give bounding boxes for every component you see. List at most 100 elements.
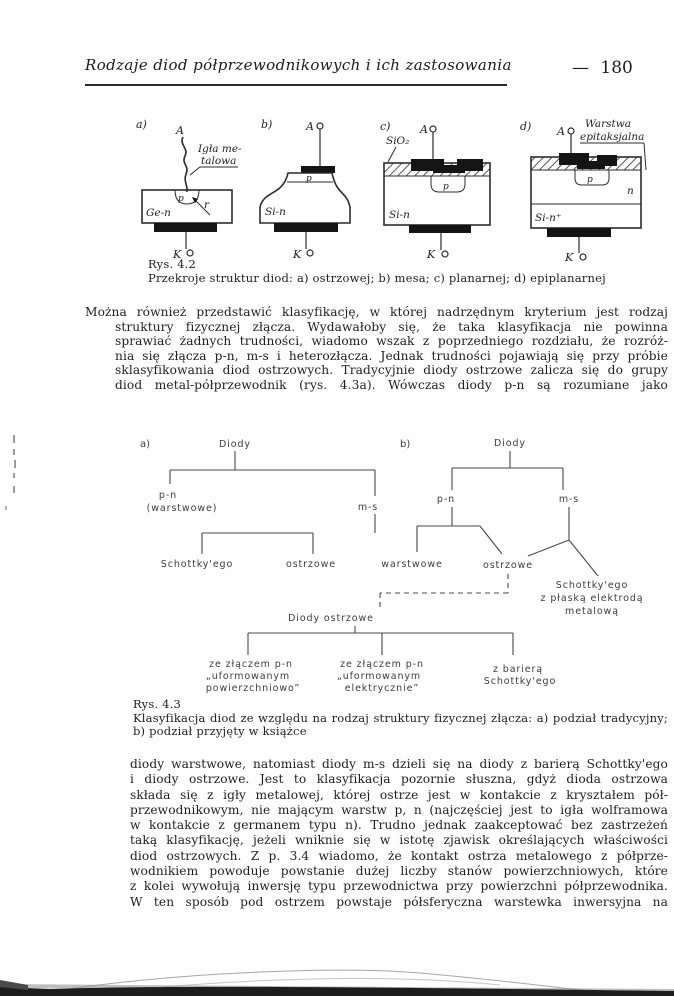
leaf2-line1: ze złączem p-n: [340, 659, 424, 670]
diagram-b-label: b): [261, 118, 272, 131]
cathode-k-label: K: [564, 251, 574, 264]
text-line: z kolei wywołują inwersję typu przewodni…: [130, 879, 668, 894]
node-diody: Diody: [219, 439, 251, 450]
node-ms: m-s: [559, 494, 579, 505]
anode-terminal: [567, 127, 575, 135]
node-ostrzowe: ostrzowe: [483, 560, 533, 571]
leaf3-line1: z barierą: [493, 664, 543, 675]
text-line: W ten sposób pod ostrzem powstaje półsfe…: [130, 894, 668, 909]
p-region-label: p: [306, 174, 312, 184]
mesa-body-outline: [259, 172, 351, 224]
node-schottky-line3: metalową: [565, 606, 619, 617]
node-schottky-line2: z płaską elektrodą: [541, 593, 644, 604]
leaf1-line1: ze złączem p-n: [209, 659, 293, 670]
anode-metal-right: [597, 155, 617, 166]
diagram-d-epiplanar-diode: d) A Warstwa epitaksjalna p n Si-n⁺ K: [520, 118, 647, 264]
tree-a-traditional: a) Diody p-n (warstwowe) m-s Schottky'eg…: [140, 439, 378, 570]
tree-a-branches: [169, 451, 376, 496]
anode-contact: [301, 166, 335, 173]
diagram-a-point-contact-diode: a) A Igła me- talowa p r Ge-n K: [136, 118, 242, 261]
anode-metal-bridge: [433, 165, 465, 173]
paragraph-1: Można również przedstawić klasyfikację, …: [85, 305, 668, 393]
text-line: sklasyfikowania diod ostrzowych. Tradycy…: [115, 363, 668, 378]
leaf1-line2: „uformowanym: [206, 671, 290, 682]
node-schottky-line1: Schottky'ego: [556, 580, 628, 591]
text-line: w kontakcie z germanem typu n). Trudno j…: [130, 818, 668, 833]
figure-4-2-diode-cross-sections: a) A Igła me- talowa p r Ge-n K b) A: [136, 118, 647, 264]
tree-b-book-classification: b) Diody p-n m-s warstwowe ostrzowe Scho…: [381, 438, 644, 617]
dashed-connector: [379, 574, 509, 608]
oxide-leader: [387, 146, 397, 163]
node-pn: p-n: [159, 490, 177, 501]
cathode-contact: [274, 223, 338, 232]
epitaxial-annotation-line1: Warstwa: [585, 118, 631, 130]
node-warstwowe: warstwowe: [381, 559, 442, 570]
node-ms: m-s: [358, 502, 378, 513]
node-pn: p-n: [437, 494, 455, 505]
tree-b-branches: [451, 451, 564, 490]
diagram-c-planar-diode: c) SiO₂ A p Si-n K: [380, 120, 491, 261]
cathode-contact: [409, 225, 471, 233]
annotation-leader: [643, 142, 647, 171]
anode-a-label: A: [556, 125, 565, 138]
diagram-b-mesa-diode: b) A p Si-n K: [259, 118, 351, 261]
p-region-label: p: [587, 175, 593, 185]
running-header-title: Rodzaje diod półprzewodnikowych i ich za…: [85, 56, 512, 74]
tree-a-sub-branches: [201, 514, 376, 554]
anode-a-label: A: [419, 123, 428, 136]
text-line: składa się z igły metalowej, której ostr…: [130, 787, 668, 802]
diagram-a-label: a): [136, 118, 147, 131]
cathode-terminal: [306, 249, 314, 257]
body-material-label: Ge-n: [146, 207, 171, 219]
text-line: i diody ostrzowe. Jest to klasyfikacja p…: [130, 772, 668, 787]
node-pn-sub: (warstwowe): [147, 503, 218, 514]
tree-b-ms-branches: [527, 507, 599, 577]
figure-4-2-caption: Rys. 4.2 Przekroje struktur diod: a) ost…: [148, 257, 608, 285]
p-well-outline: [574, 170, 610, 186]
body-material-label: Si-n⁺: [535, 212, 561, 224]
diagram-c-label: c): [380, 120, 390, 133]
figure-4-2-caption-label: Rys. 4.2: [148, 257, 197, 271]
tree-a-label: a): [140, 439, 150, 450]
p-region-semicircle: [174, 189, 200, 205]
leaf3-line2: Schottky'ego: [484, 676, 556, 687]
n-layer-label: n: [627, 185, 634, 197]
node-diody: Diody: [494, 438, 526, 449]
text-line: struktury fizycznej złącza. Wydawałoby s…: [115, 319, 668, 334]
node-schottky: Schottky'ego: [161, 559, 233, 570]
body-material-label: Si-n: [265, 206, 286, 218]
figure-4-3-caption-label: Rys. 4.3: [133, 697, 182, 711]
figure-4-3-classification-trees: a) Diody p-n (warstwowe) m-s Schottky'eg…: [140, 438, 644, 694]
text-line: Można również przedstawić klasyfikację, …: [85, 305, 668, 319]
figure-4-3-caption: Rys. 4.3 Klasyfikacja diod ze względu na…: [133, 697, 668, 739]
oxide-label: SiO₂: [386, 135, 409, 147]
header-rule: [85, 84, 507, 86]
radius-label: r: [204, 199, 210, 211]
text-line: taką klasyfikację, jeżeli wniknie się w …: [130, 833, 668, 848]
p-region-label: p: [178, 194, 184, 204]
text-line: sprawiać żadnych trudności, wiadomo wsza…: [115, 334, 668, 349]
cathode-contact: [154, 223, 217, 232]
p-well-outline: [430, 176, 466, 193]
cathode-terminal: [579, 253, 587, 261]
leaf1-line3: powierzchniowo”: [206, 683, 300, 694]
tree-b-label: b): [400, 439, 410, 450]
anode-terminal: [316, 122, 324, 130]
needle-annotation-leader: [189, 166, 238, 176]
cathode-terminal: [186, 249, 194, 257]
epitaxial-annotation-line2: epitaksjalna: [580, 131, 644, 143]
figure-4-2-caption-text: Przekroje struktur diod: a) ostrzowej; b…: [148, 270, 606, 285]
leaf2-line3: elektrycznie”: [345, 683, 419, 694]
scan-artifact-bottom-edge: [0, 969, 674, 996]
p-region-label: p: [443, 182, 449, 192]
anode-a-label: A: [175, 124, 184, 137]
cathode-terminal: [441, 250, 449, 258]
cathode-k-label: K: [172, 248, 182, 261]
cathode-contact: [547, 228, 611, 237]
needle-annotation-line1: Igła me-: [197, 143, 242, 155]
anode-a-label: A: [305, 120, 314, 133]
needle-annotation-line2: talowa: [201, 155, 236, 167]
text-line: diody warstwowe, natomiast diody m-s dzi…: [130, 757, 668, 771]
anode-terminal: [429, 125, 437, 133]
